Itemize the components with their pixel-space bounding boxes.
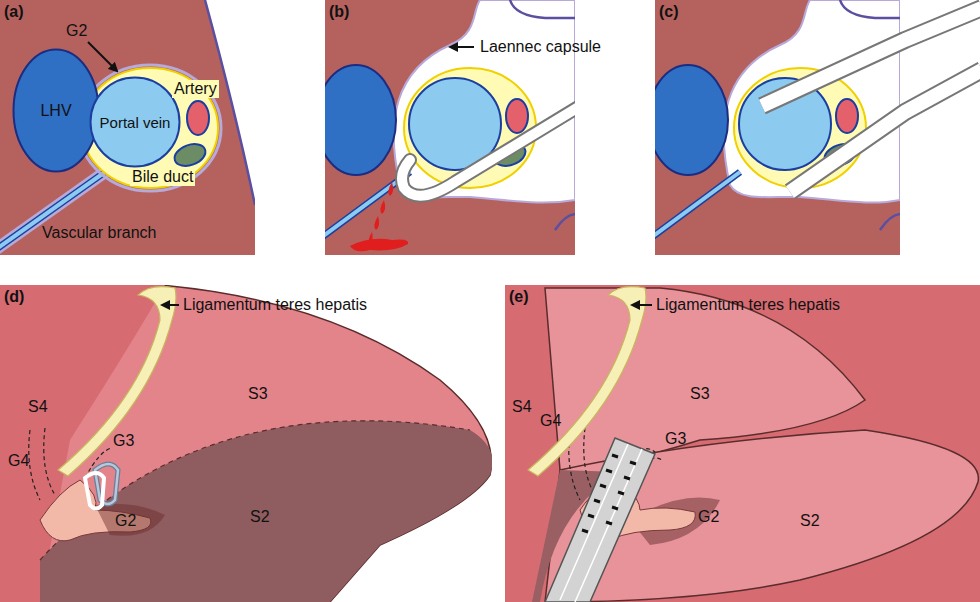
segment-label: S3	[248, 385, 268, 403]
segment-label: S2	[800, 512, 820, 530]
node-text-holder: LHV	[12, 48, 100, 173]
panel-letter: (c)	[659, 3, 679, 21]
panel-letter: (a)	[4, 3, 24, 21]
sheath-label: G2	[66, 22, 87, 40]
branch-label: Vascular branch	[42, 224, 156, 242]
pedicle-label: G2	[115, 512, 136, 530]
artery-label: Artery	[172, 80, 219, 98]
ligament-label: Ligamentum teres hepatis	[183, 296, 367, 314]
pedicle-label: G4	[8, 452, 29, 470]
capsule-label: Laennec capsule	[480, 38, 601, 56]
segment-label: S4	[512, 398, 532, 416]
pedicle-label: G3	[113, 432, 134, 450]
pedicle-label: G3	[665, 430, 686, 448]
segment-label: S4	[28, 398, 48, 416]
segment-label: S2	[250, 508, 270, 526]
panel-letter: (e)	[509, 288, 529, 306]
ligament-label: Ligamentum teres hepatis	[656, 296, 840, 314]
bile-duct-label: Bile duct	[130, 168, 195, 186]
node-text-holder: Portal vein	[89, 76, 181, 168]
node-label: Portal vein	[100, 114, 171, 131]
segment-label: S3	[690, 385, 710, 403]
hepatic-vein: LHV	[12, 48, 100, 173]
portal-vein: Portal vein	[89, 76, 181, 168]
panel-letter: (b)	[329, 3, 349, 21]
pedicle-label: G4	[540, 412, 561, 430]
node-label: LHV	[40, 102, 71, 120]
panel-letter: (d)	[4, 288, 24, 306]
pedicle-label: G2	[698, 508, 719, 526]
